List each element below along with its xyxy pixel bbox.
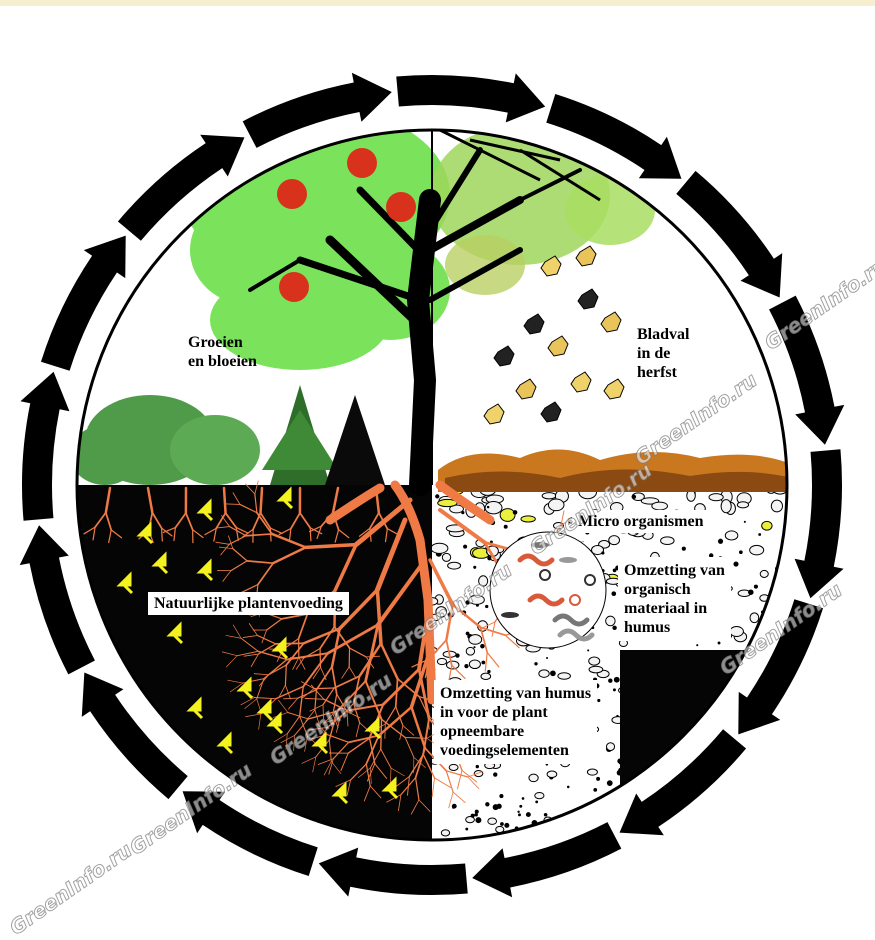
apple-icon	[347, 148, 377, 178]
label-grow: Groeien en bloeien	[188, 333, 257, 371]
clockwise-arrow-icon	[319, 848, 468, 897]
label-leaf-fall: Bladval in de herfst	[637, 325, 689, 382]
soil-left	[60, 485, 432, 855]
label-conversion-organic: Omzetting van organisch materiaal in hum…	[618, 557, 731, 641]
label-natural-feeding: Natuurlijke plantenvoeding	[148, 592, 349, 615]
clockwise-arrow-icon	[795, 449, 844, 598]
clockwise-arrow-icon	[396, 73, 545, 122]
apple-icon	[279, 272, 309, 302]
clockwise-arrow-icon	[20, 372, 69, 521]
apple-icon	[277, 179, 307, 209]
apple-icon	[386, 192, 416, 222]
label-conversion-humus: Omzetting van humus in voor de plant opn…	[434, 680, 597, 764]
